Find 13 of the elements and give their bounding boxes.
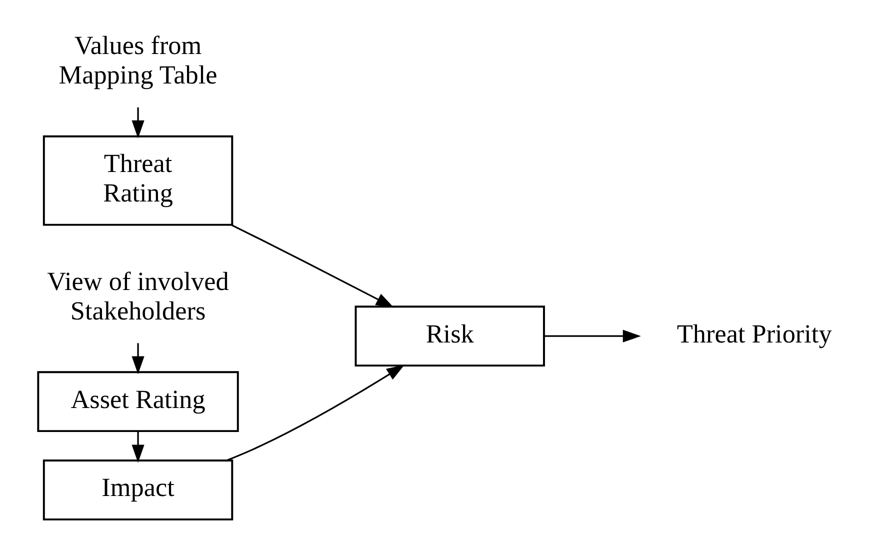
node-text: Threat Priority — [676, 319, 832, 348]
arrow — [231, 224, 394, 308]
arrow — [544, 330, 641, 342]
node-box: Impact — [42, 460, 234, 520]
arrow — [132, 107, 144, 138]
node-box: Threat Rating — [42, 135, 234, 226]
arrow — [226, 364, 405, 462]
node-box: Asset Rating — [37, 371, 239, 432]
node-text: View of involved Stakeholders — [47, 266, 229, 326]
arrow — [132, 343, 144, 374]
arrow — [132, 431, 144, 463]
node-text: Values from Mapping Table — [58, 31, 218, 90]
node-box: Risk — [354, 306, 545, 367]
